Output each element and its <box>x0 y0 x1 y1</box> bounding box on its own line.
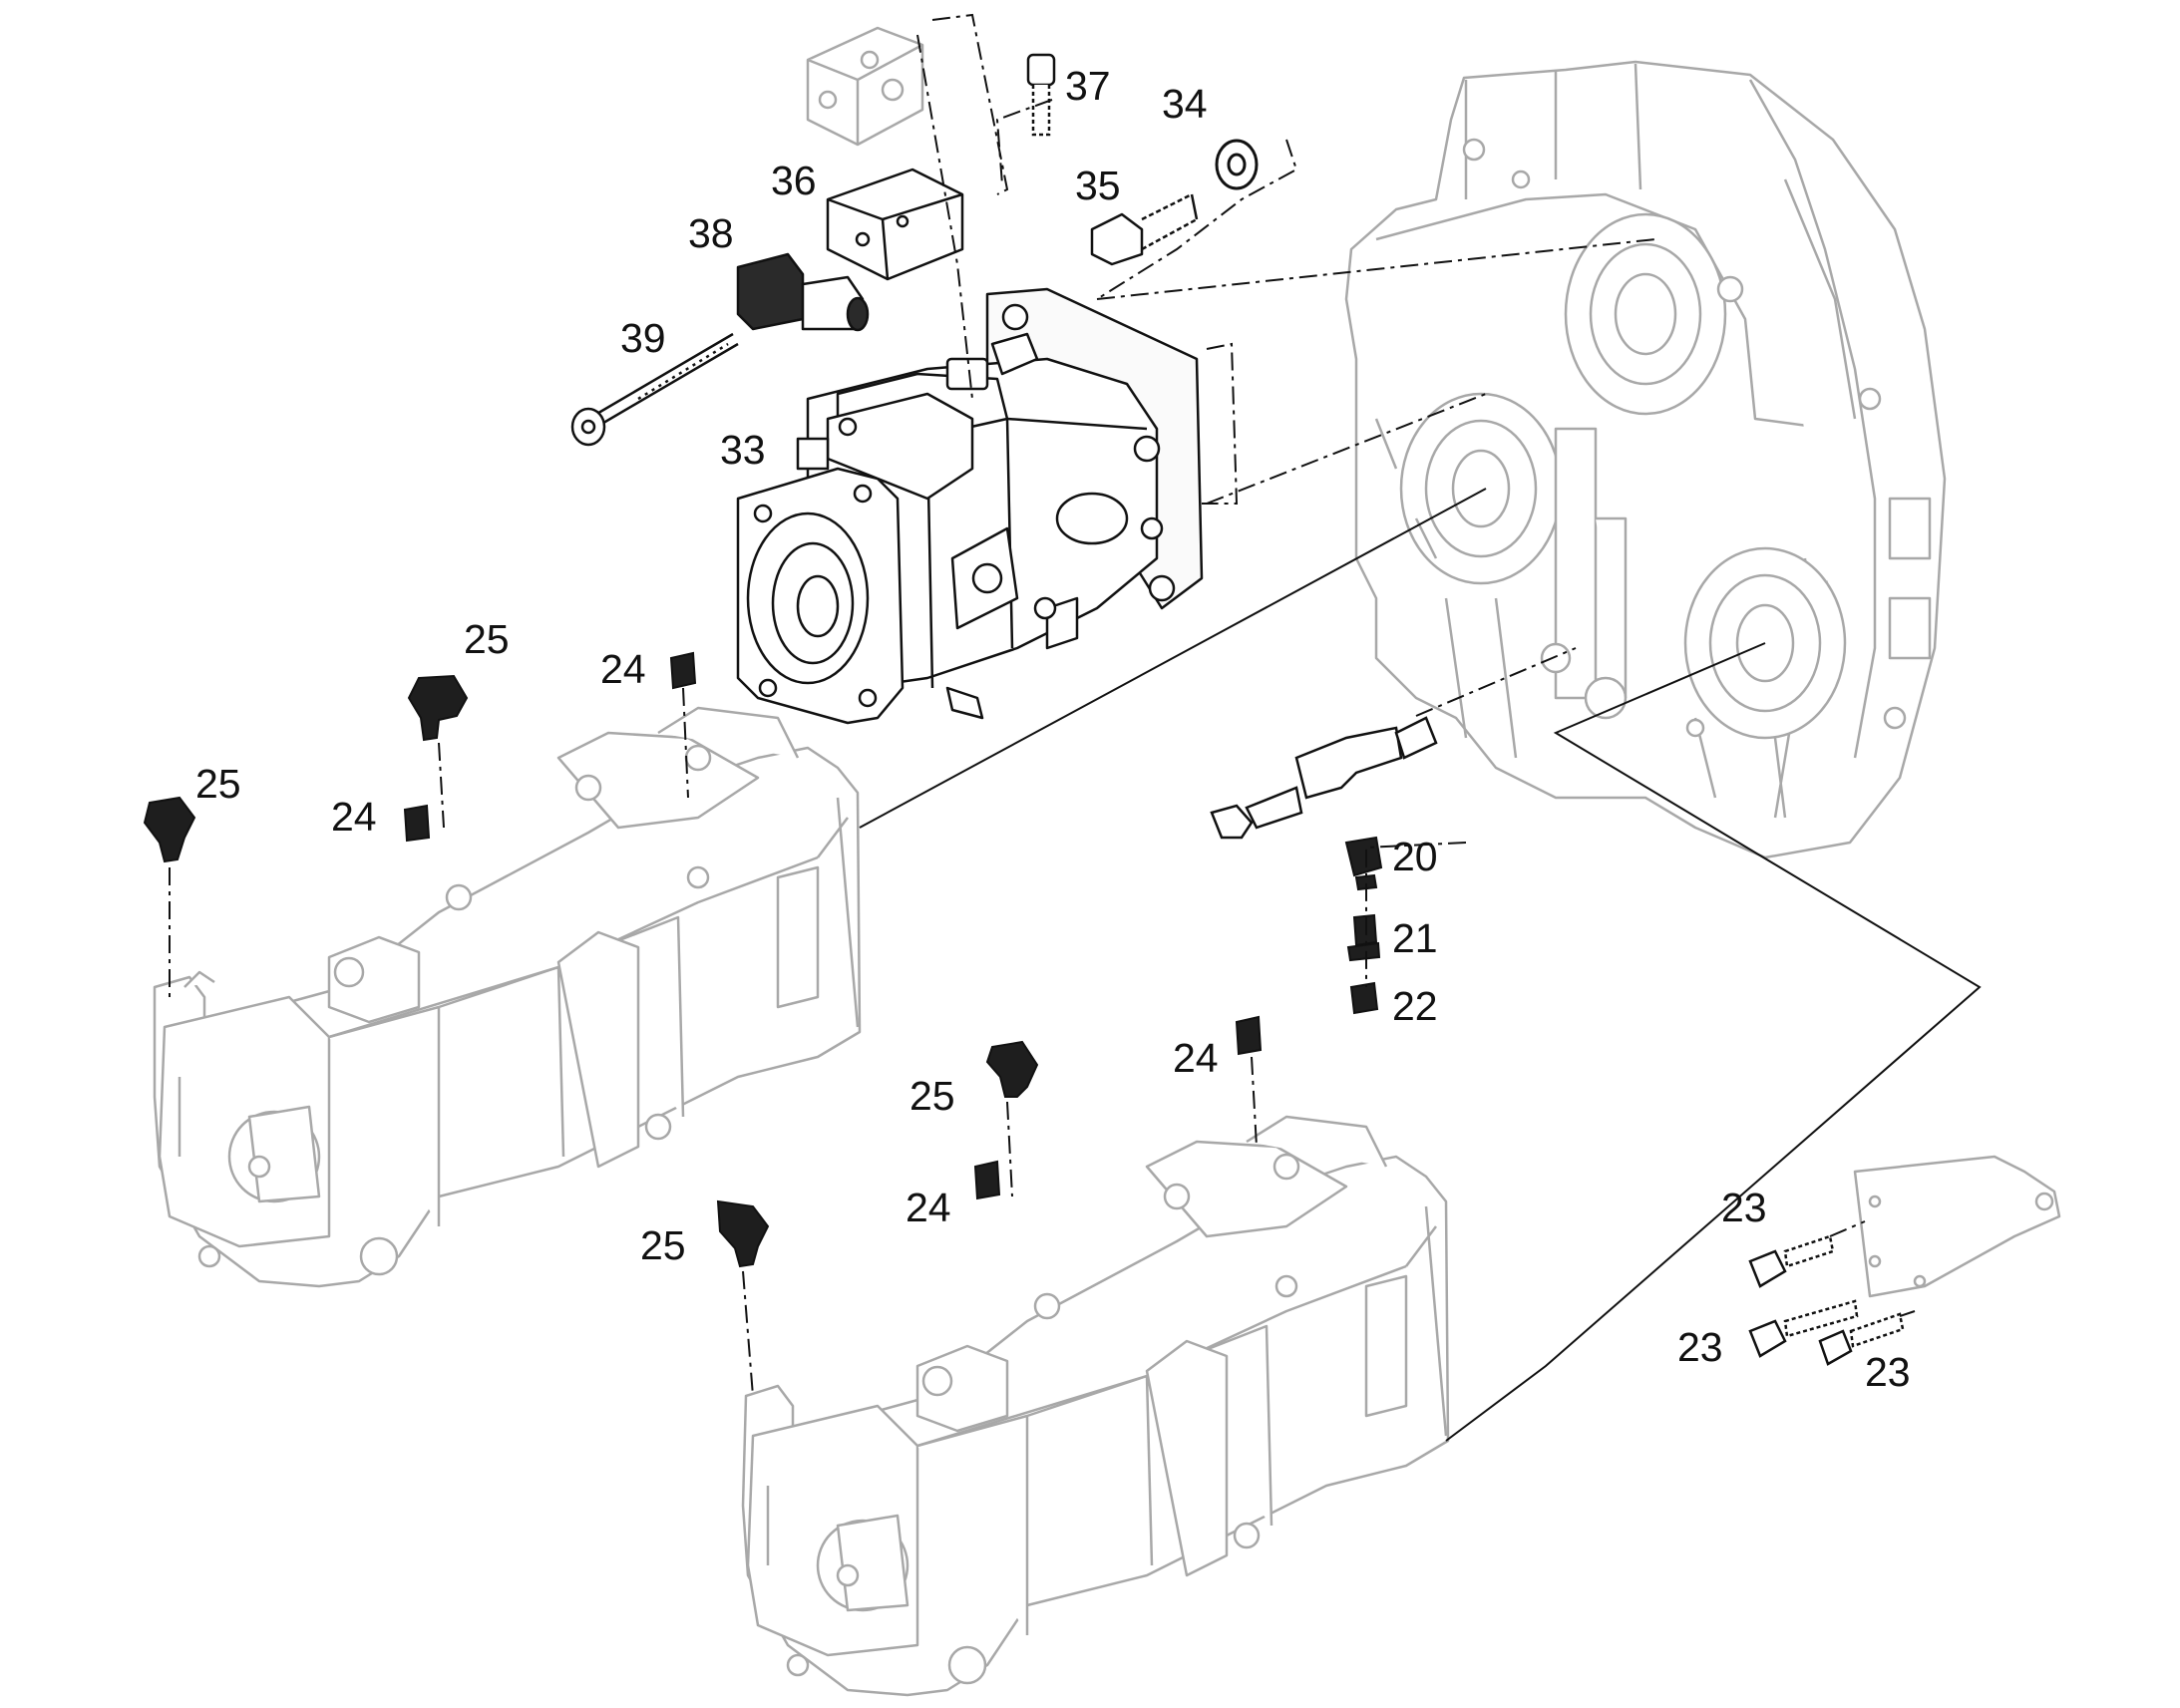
washer-34 <box>1215 139 1259 190</box>
callout-35: 35 <box>1075 163 1121 208</box>
valve-block <box>806 26 924 147</box>
callout-24-b: 24 <box>331 794 377 840</box>
tandem-pump-left <box>153 706 862 1288</box>
tandem-pump-bottom <box>741 1115 1450 1697</box>
callout-23-b: 23 <box>1677 1324 1723 1370</box>
callout-23-c: 23 <box>1865 1349 1911 1395</box>
callout-37: 37 <box>1065 63 1111 109</box>
callout-22: 22 <box>1392 983 1438 1029</box>
solenoid-38 <box>736 252 870 332</box>
callout-25-b: 25 <box>195 761 241 807</box>
callout-23-a: 23 <box>1721 1185 1767 1230</box>
block-36 <box>826 168 964 281</box>
callout-25-d: 25 <box>640 1222 686 1268</box>
callout-24-c: 24 <box>1173 1035 1219 1081</box>
callout-20: 20 <box>1392 834 1438 879</box>
bolt-35 <box>1090 192 1199 266</box>
callout-38: 38 <box>688 210 734 256</box>
callout-34: 34 <box>1162 81 1208 127</box>
tee-fitting <box>1210 716 1438 840</box>
bolt-37 <box>1026 53 1056 137</box>
callout-39: 39 <box>620 315 666 361</box>
callout-33: 33 <box>720 427 766 473</box>
callout-36: 36 <box>771 158 817 203</box>
callout-labels: 37 34 36 35 38 39 33 25 24 25 24 20 21 2… <box>195 63 1911 1395</box>
mounting-bracket <box>1853 1155 2061 1298</box>
callout-25-c: 25 <box>909 1073 955 1119</box>
bolts-23 <box>1748 1234 1905 1366</box>
fittings <box>143 651 1383 1268</box>
bolt-39 <box>570 332 739 447</box>
callout-24-d: 24 <box>906 1185 951 1230</box>
callout-21: 21 <box>1392 915 1438 961</box>
callout-25-a: 25 <box>464 616 510 662</box>
callout-24-a: 24 <box>600 646 646 692</box>
hydraulic-motor-33 <box>736 287 1204 725</box>
leader-lines <box>169 13 1982 1442</box>
gearbox-housing <box>1344 60 1947 859</box>
